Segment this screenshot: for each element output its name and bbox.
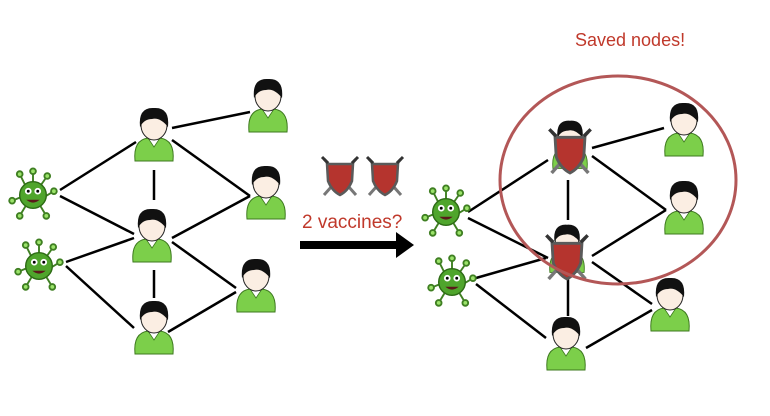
virus-icon — [421, 184, 471, 237]
person-icon — [132, 208, 172, 263]
vaccines-label: 2 vaccines? — [302, 212, 403, 233]
vaccinated-node — [544, 224, 590, 281]
person-icon — [664, 180, 704, 235]
left-network-edges — [59, 110, 251, 334]
person-icon — [248, 78, 288, 133]
virus-icon — [14, 238, 64, 291]
saved-nodes-label: Saved nodes! — [575, 30, 686, 50]
vaccine-shield-icon — [320, 155, 360, 197]
person-icon — [546, 316, 586, 371]
saved-nodes-circle — [498, 74, 738, 286]
person-icon — [134, 300, 174, 355]
right-network-edges — [467, 126, 667, 350]
person-icon — [246, 165, 286, 220]
vaccine-shield-icon — [365, 155, 405, 197]
virus-icon — [427, 254, 477, 307]
person-icon — [664, 102, 704, 157]
person-icon — [236, 258, 276, 313]
vaccinated-node — [547, 120, 593, 175]
person-icon — [650, 277, 690, 332]
arrow-icon — [300, 232, 414, 258]
virus-icon — [8, 167, 58, 220]
person-icon — [134, 107, 174, 162]
